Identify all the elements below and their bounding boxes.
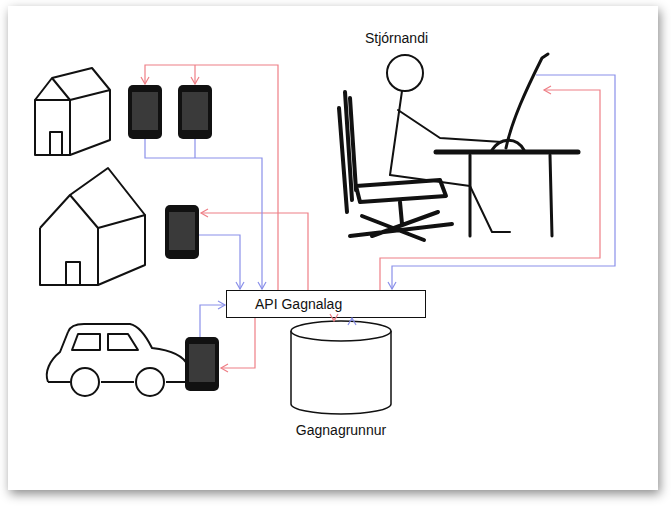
data-line bbox=[380, 90, 600, 290]
chair-back bbox=[339, 92, 356, 212]
page-card bbox=[8, 6, 658, 490]
cylinder-outline bbox=[285, 318, 397, 418]
figure-body bbox=[390, 91, 402, 175]
house-door bbox=[50, 132, 62, 155]
chair-base bbox=[350, 202, 452, 240]
phone bbox=[185, 337, 219, 391]
phone-screen bbox=[189, 344, 215, 382]
outgoing-lines bbox=[145, 65, 600, 368]
monitor bbox=[506, 54, 548, 148]
database-label: Gagnagrunnur bbox=[285, 422, 397, 438]
house-gable bbox=[35, 78, 70, 100]
phone-screen bbox=[169, 212, 195, 250]
car-window bbox=[72, 334, 100, 350]
car-window bbox=[108, 334, 138, 350]
house-roof bbox=[52, 68, 110, 90]
incoming-lines bbox=[145, 75, 615, 337]
data-line bbox=[201, 213, 308, 290]
api-layer-box: API Gagnalag bbox=[226, 290, 426, 318]
house-roof bbox=[70, 168, 145, 215]
data-line bbox=[199, 235, 240, 289]
house-gable bbox=[40, 195, 98, 228]
phone bbox=[165, 205, 199, 259]
phone-screen bbox=[132, 92, 158, 130]
data-line bbox=[221, 318, 255, 368]
house-door bbox=[66, 262, 80, 285]
data-line bbox=[392, 75, 615, 289]
house-side bbox=[98, 215, 145, 285]
box-label: API Gagnalag bbox=[255, 296, 342, 312]
database-cylinder: Gagnagrunnur bbox=[285, 318, 397, 444]
role-label: Stjórnandi bbox=[365, 30, 428, 46]
data-line bbox=[200, 305, 225, 337]
data-line bbox=[194, 65, 195, 84]
data-line bbox=[194, 139, 195, 158]
house-side bbox=[70, 90, 110, 155]
data-line bbox=[145, 65, 278, 290]
cylinder-top bbox=[291, 321, 391, 341]
phones bbox=[128, 85, 219, 391]
data-line bbox=[145, 139, 262, 289]
figure-arm bbox=[398, 110, 502, 142]
phone bbox=[128, 85, 162, 139]
desk-top bbox=[436, 150, 578, 155]
car-wheel bbox=[71, 368, 99, 396]
monitor-stand bbox=[492, 140, 524, 150]
phone-screen bbox=[182, 92, 208, 130]
chair-seat bbox=[356, 180, 446, 202]
figure-head bbox=[387, 55, 423, 91]
car-body bbox=[47, 324, 188, 382]
phone bbox=[178, 85, 212, 139]
house-wall bbox=[40, 228, 98, 285]
cylinder-body bbox=[291, 331, 391, 414]
car-wheel bbox=[136, 368, 164, 396]
desk-leg bbox=[470, 155, 552, 236]
house-wall bbox=[35, 100, 70, 155]
